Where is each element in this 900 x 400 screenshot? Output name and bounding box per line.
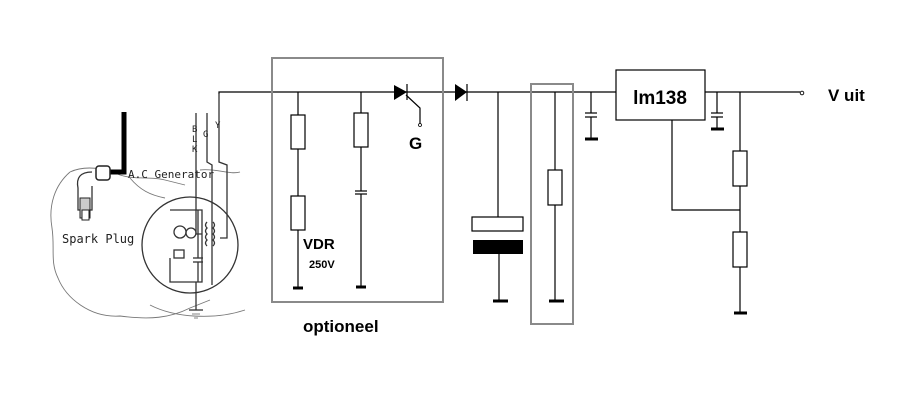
regulator-ic: lm138 bbox=[615, 69, 740, 211]
breaker-cam bbox=[173, 225, 187, 239]
breaker-cam-2 bbox=[185, 227, 197, 239]
resistor-divider-bottom bbox=[732, 231, 748, 268]
generator-inner-loop bbox=[169, 209, 203, 283]
optional-section: optioneel VDR 250V G bbox=[271, 57, 444, 336]
main-bus-wire bbox=[218, 91, 800, 94]
generator-leader bbox=[129, 177, 166, 199]
breaker-point bbox=[173, 249, 185, 259]
generator-sketch: Spark Plug A.C Generator B L K G Y bbox=[50, 94, 246, 319]
ht-lead bbox=[108, 112, 127, 175]
electrolytic-capacitor bbox=[471, 92, 524, 303]
wire-g bbox=[206, 113, 213, 285]
engine-outline bbox=[50, 171, 211, 319]
bleeder-box bbox=[530, 83, 574, 325]
output-label: V uit bbox=[828, 86, 865, 105]
resistor-bleeder bbox=[547, 169, 563, 206]
spark-plug-cap bbox=[95, 165, 111, 181]
engine-outline-top bbox=[69, 167, 186, 186]
resistor-r1 bbox=[290, 114, 306, 150]
gate-label: G bbox=[409, 134, 422, 153]
elco-plate-negative bbox=[473, 240, 523, 254]
wire-y bbox=[218, 94, 228, 239]
optional-caption: optioneel bbox=[303, 317, 379, 336]
ic-label: lm138 bbox=[633, 88, 687, 109]
generator-circle bbox=[141, 196, 239, 294]
spark-plug-label: Spark Plug bbox=[62, 232, 134, 246]
generator-label: A.C Generator bbox=[128, 168, 214, 181]
spark-plug-boot bbox=[76, 171, 93, 211]
spark-plug-tip bbox=[81, 209, 90, 221]
coil-2 bbox=[212, 221, 216, 247]
vdr-resistor bbox=[290, 195, 306, 231]
vdr-rating: 250V bbox=[309, 259, 335, 271]
wire-label-g: G bbox=[203, 130, 208, 140]
wire-label-y: Y bbox=[215, 121, 221, 131]
vdr-label: VDR bbox=[303, 236, 335, 253]
ic-box bbox=[615, 69, 706, 121]
gate-terminal bbox=[418, 123, 422, 127]
bleeder-section bbox=[530, 83, 574, 325]
optional-box bbox=[271, 57, 444, 303]
engine-outline-bottom bbox=[149, 304, 246, 317]
resistor-r2 bbox=[353, 112, 369, 148]
diode-icon bbox=[455, 84, 467, 101]
elco-plate-positive bbox=[471, 216, 524, 232]
wire-label-b: B bbox=[192, 125, 197, 135]
coil-1 bbox=[204, 221, 208, 247]
thyristor-gate-wire bbox=[405, 94, 421, 125]
engine-outline-right bbox=[199, 169, 241, 174]
wire-label-k: K bbox=[192, 145, 198, 155]
wire-label-l: L bbox=[192, 135, 197, 145]
thyristor-icon bbox=[394, 85, 407, 100]
output-terminal bbox=[799, 90, 805, 96]
resistor-divider-top bbox=[732, 150, 748, 187]
adj-wire bbox=[671, 120, 740, 211]
